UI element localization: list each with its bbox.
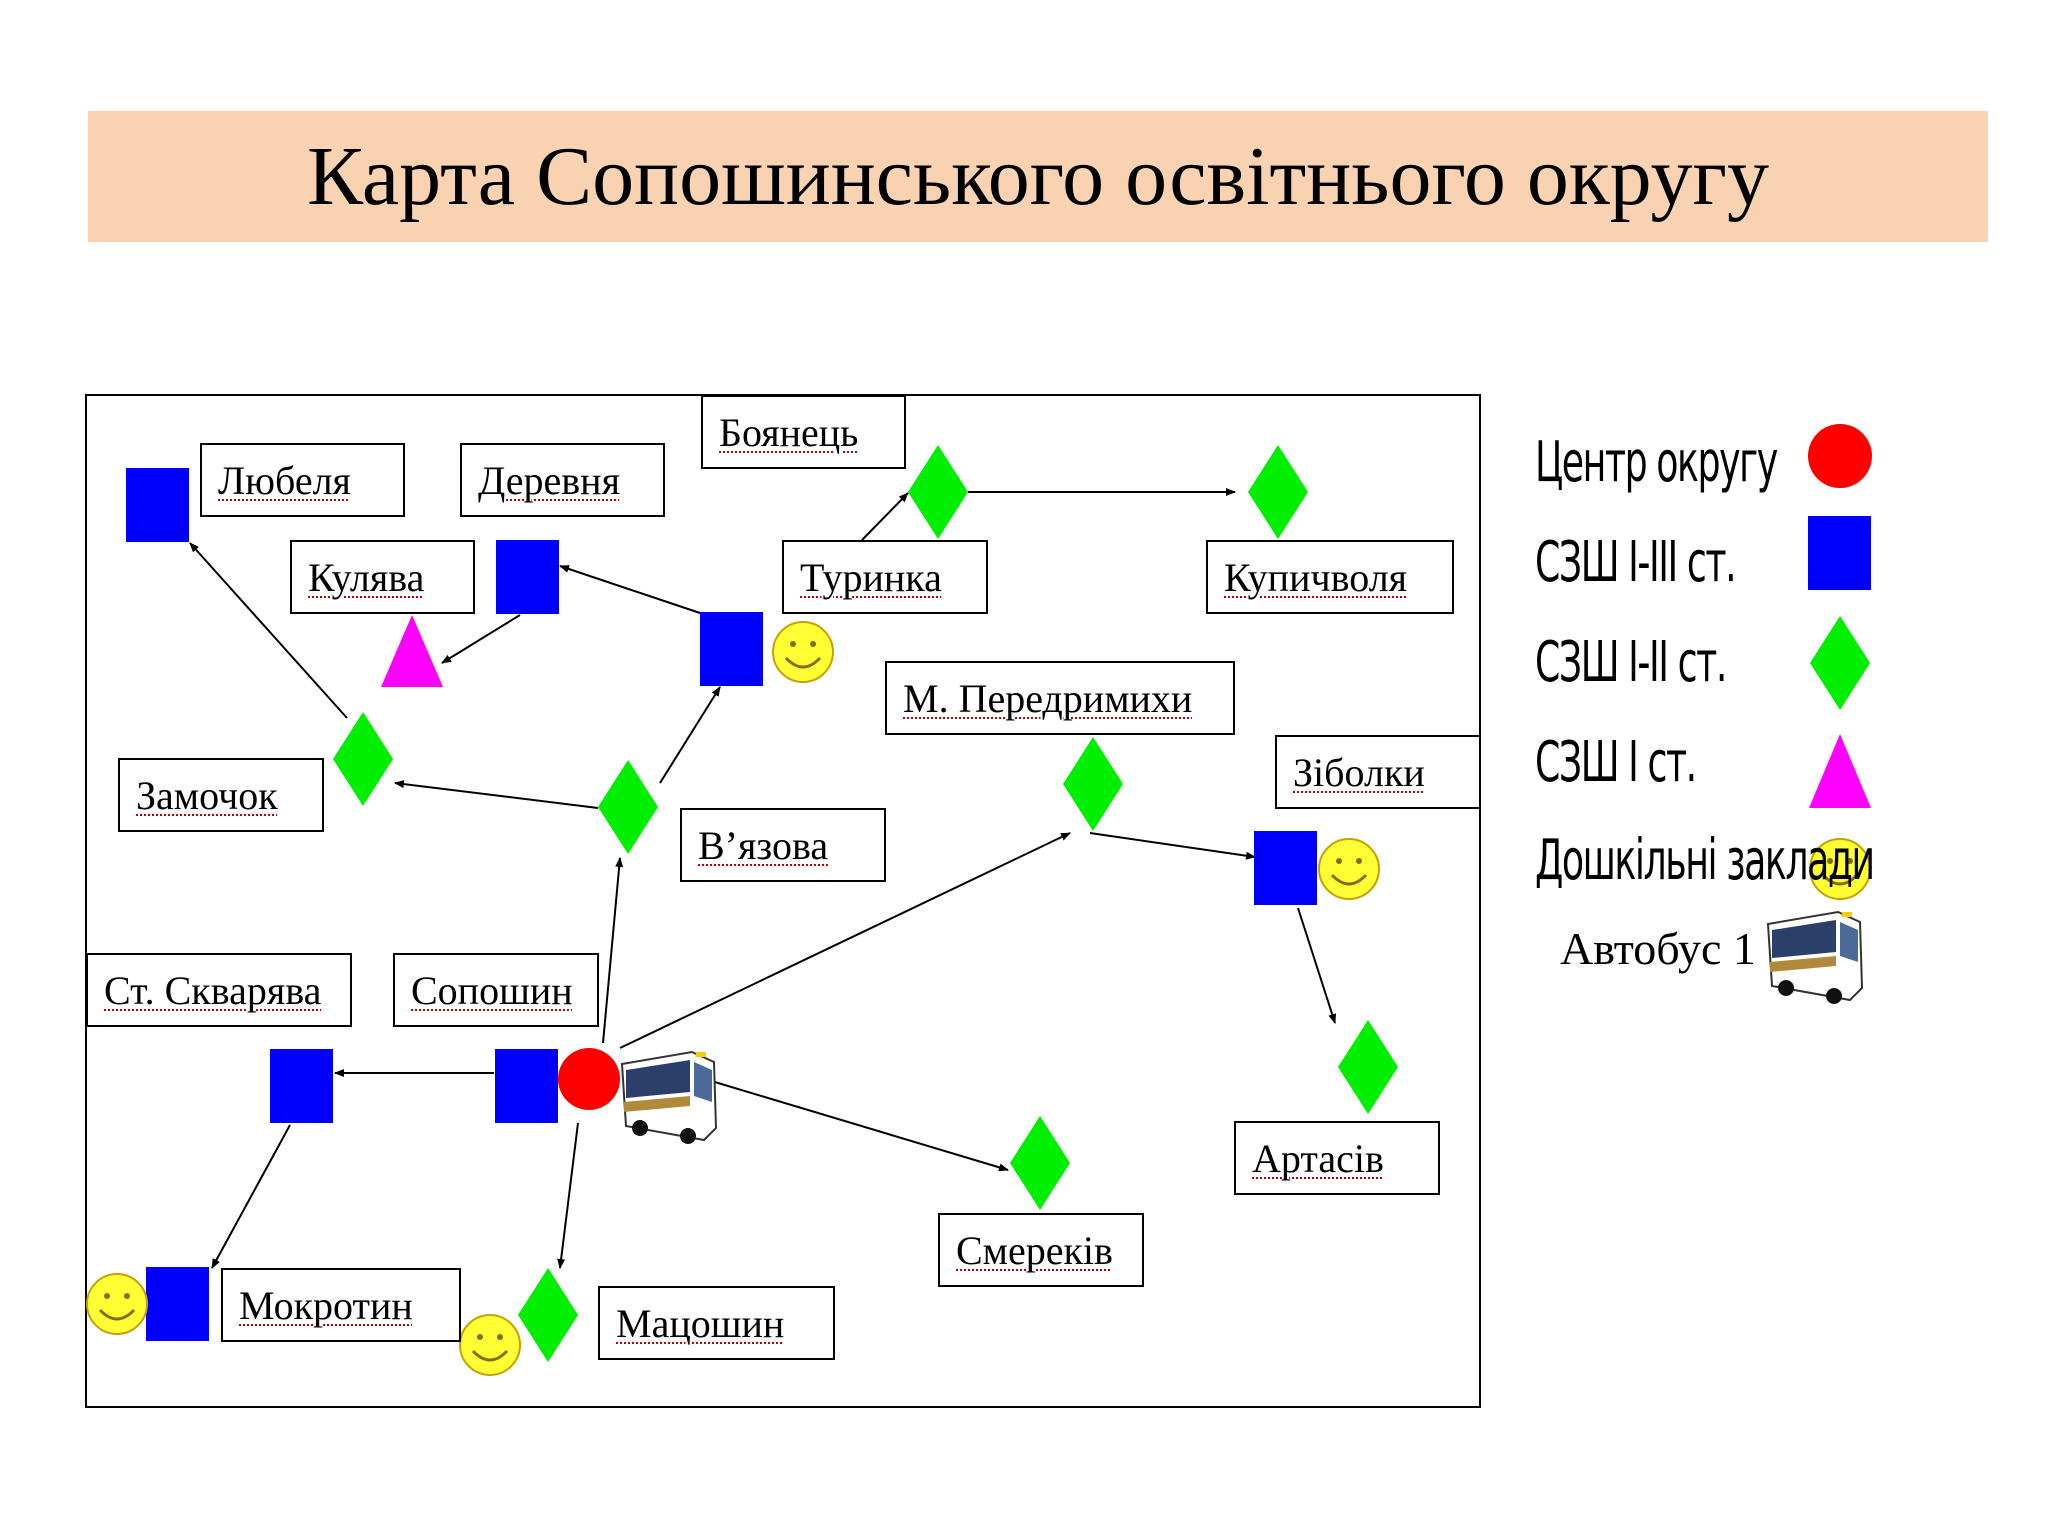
label-text: Кулява — [308, 554, 425, 600]
label-text: Мокротин — [239, 1282, 413, 1328]
label-derevnya: Деревня — [460, 443, 665, 517]
arrow-soposhyn-vyazova — [602, 857, 624, 1044]
school-smerekiv — [1010, 1116, 1070, 1210]
school-mokrotyn — [146, 1267, 209, 1341]
legend-school-1-icon — [1809, 734, 1871, 808]
label-text: Деревня — [478, 457, 620, 503]
school-peredrymykhy — [1063, 737, 1123, 831]
label-text: Артасів — [1252, 1135, 1384, 1181]
label-text: Смереків — [956, 1227, 1113, 1273]
label-lyubelya: Любеля — [200, 443, 405, 517]
label-matsoshyn: Мацошин — [598, 1286, 835, 1360]
bus-icon — [621, 1051, 717, 1145]
school-boyanets — [908, 445, 968, 539]
arrow-skvaryava-mokrotyn — [211, 1124, 291, 1269]
label-zamochok: Замочок — [118, 758, 324, 832]
preschool-zibolky — [1317, 837, 1381, 901]
legend-center-icon — [1808, 424, 1872, 488]
label-text: Боянець — [719, 409, 859, 455]
school-turynka — [700, 612, 763, 686]
label-text: Купичволя — [1224, 554, 1408, 600]
label-text: Сопошин — [411, 967, 573, 1013]
label-text: М. Передримихи — [903, 675, 1193, 721]
preschool-matsoshyn — [458, 1313, 522, 1377]
preschool-mokrotyn — [85, 1272, 149, 1336]
legend-center-label: Центр округу — [1535, 430, 1778, 495]
arrow-vyazova-turynka — [659, 686, 721, 784]
label-m-peredrymykhy: М. Передримихи — [885, 661, 1235, 735]
page-title: Карта Сопошинського освітнього округу — [306, 130, 1770, 223]
label-boyanets: Боянець — [701, 395, 906, 469]
label-st-skvaryava: Ст. Скварява — [86, 953, 352, 1027]
label-text: Ст. Скварява — [104, 967, 322, 1013]
arrow-soposhyn-smerekiv — [707, 1079, 1009, 1172]
legend-school-1-2-label: СЗШ І-ІІ ст. — [1535, 630, 1727, 695]
label-kupychvolya: Купичволя — [1206, 540, 1454, 614]
arrow-turynka-derevnya — [559, 565, 701, 614]
school-zibolky — [1254, 831, 1317, 905]
arrow-soposhyn-peredrymykhy — [619, 832, 1071, 1049]
school-soposhyn — [495, 1049, 558, 1123]
label-text: Мацошин — [616, 1300, 785, 1346]
school-vyazova — [598, 760, 658, 854]
label-text: Любеля — [218, 457, 351, 503]
legend-school-1-label: СЗШ І ст. — [1535, 730, 1697, 795]
legend-bus-icon — [1767, 911, 1863, 1005]
preschool-turynka — [771, 620, 835, 684]
connectors — [189, 488, 1337, 1269]
legend-bus-label: Автобус 1 — [1560, 923, 1756, 974]
district-center-soposhyn — [558, 1048, 620, 1110]
school-derevnya — [496, 540, 559, 614]
school-artasiv — [1338, 1020, 1398, 1114]
arrow-zibolky-artasiv — [1297, 907, 1337, 1024]
arrow-derevnya-kulyava — [441, 614, 521, 664]
school-zamochok — [333, 712, 393, 806]
legend-preschool-label: Дошкільні заклади — [1535, 828, 1875, 893]
title-bar: Карта Сопошинського освітнього округу — [88, 111, 1988, 242]
arrow-soposhyn-matsoshyn — [557, 1122, 579, 1269]
arrow-peredrymykhy-zibolky — [1089, 832, 1256, 860]
label-smerekiv: Смереків — [938, 1213, 1144, 1287]
schools-1-3 — [126, 468, 1317, 1341]
school-skvaryava — [270, 1049, 333, 1123]
school-kupychvolya — [1248, 445, 1308, 539]
school-matsoshyn — [518, 1268, 578, 1362]
label-vyazova: В’язова — [680, 808, 886, 882]
label-text: Зіболки — [1293, 749, 1425, 795]
label-artasiv: Артасів — [1234, 1121, 1440, 1195]
school-lyubelya — [126, 468, 189, 542]
legend-school-1-2-icon — [1810, 616, 1870, 710]
legend-school-1-3-label: СЗШ І-ІІІ ст. — [1535, 530, 1737, 595]
label-text: Туринка — [800, 554, 942, 600]
label-mokrotyn: Мокротин — [221, 1268, 461, 1342]
label-soposhyn: Сопошин — [393, 953, 599, 1027]
label-turynka: Туринка — [782, 540, 988, 614]
legend-school-1-3-icon — [1808, 516, 1871, 590]
label-zibolky: Зіболки — [1275, 735, 1481, 809]
label-text: В’язова — [698, 822, 829, 868]
label-kulyava: Кулява — [290, 540, 475, 614]
arrow-vyazova-zamochok — [394, 780, 599, 809]
label-text: Замочок — [136, 772, 278, 818]
legend-symbols — [1767, 424, 1872, 1005]
schools-1-2 — [333, 445, 1398, 1362]
school-kulyava — [381, 615, 443, 687]
arrow-zamochok-lyubelya — [189, 542, 348, 719]
arrow-turynka-boyanets — [861, 492, 909, 541]
